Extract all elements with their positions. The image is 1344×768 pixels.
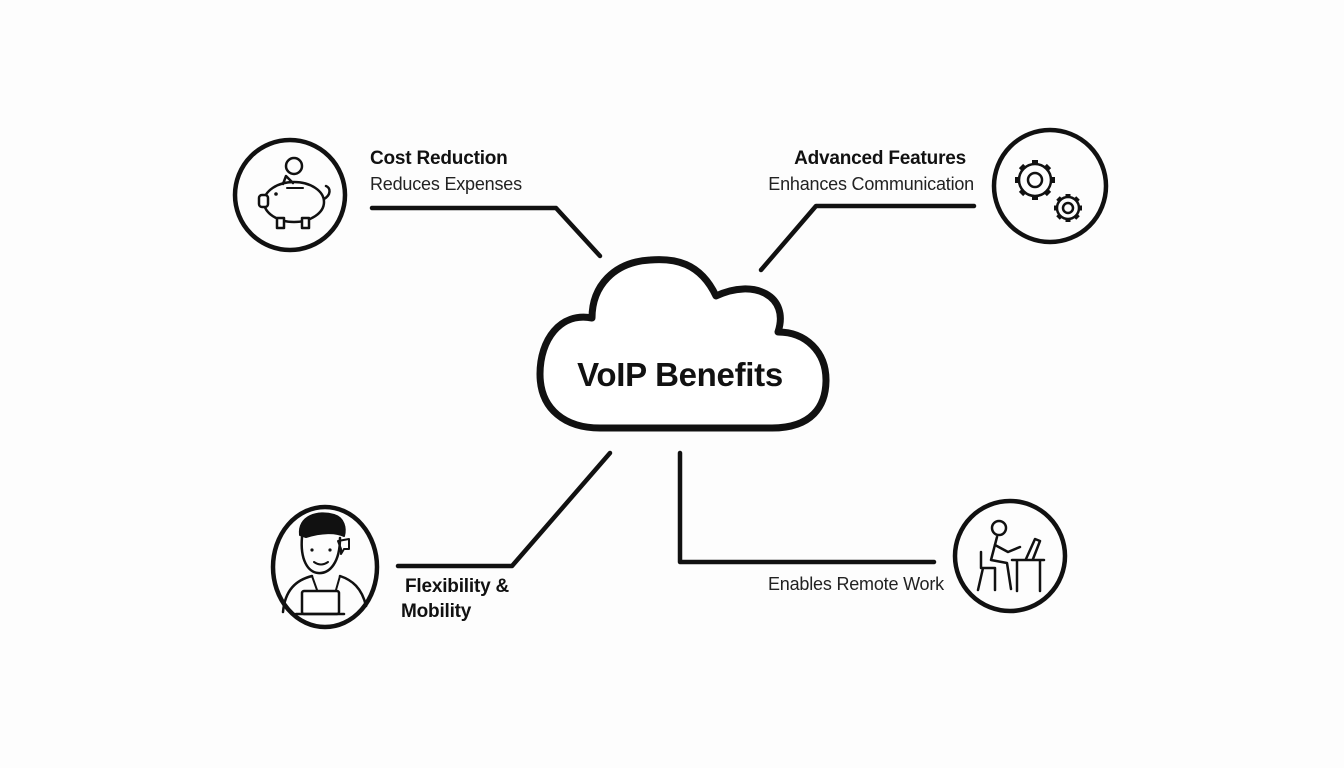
cloud-icon	[536, 256, 830, 432]
remote-worker-desk-icon	[952, 498, 1068, 614]
remote-work-subtitle: Enables Remote Work	[768, 574, 944, 594]
connector-remote	[677, 450, 937, 565]
flexibility-title-line1: Flexibility &	[405, 576, 510, 597]
person-laptop-icon	[270, 504, 380, 630]
piggy-bank-icon	[232, 137, 348, 253]
connector-features	[758, 203, 977, 273]
cost-reduction-subtitle: Reduces Expenses	[370, 174, 522, 194]
center-title: VoIP Benefits	[577, 356, 783, 393]
advanced-features-subtitle: Enhances Communication	[768, 174, 974, 194]
cost-reduction-title: Cost Reduction	[370, 148, 508, 169]
connector-mobility	[395, 450, 613, 569]
gears-icon	[991, 127, 1109, 245]
advanced-features-title: Advanced Features	[794, 148, 966, 169]
connector-cost	[369, 205, 603, 259]
flexibility-title-line2: Mobility	[401, 601, 472, 622]
